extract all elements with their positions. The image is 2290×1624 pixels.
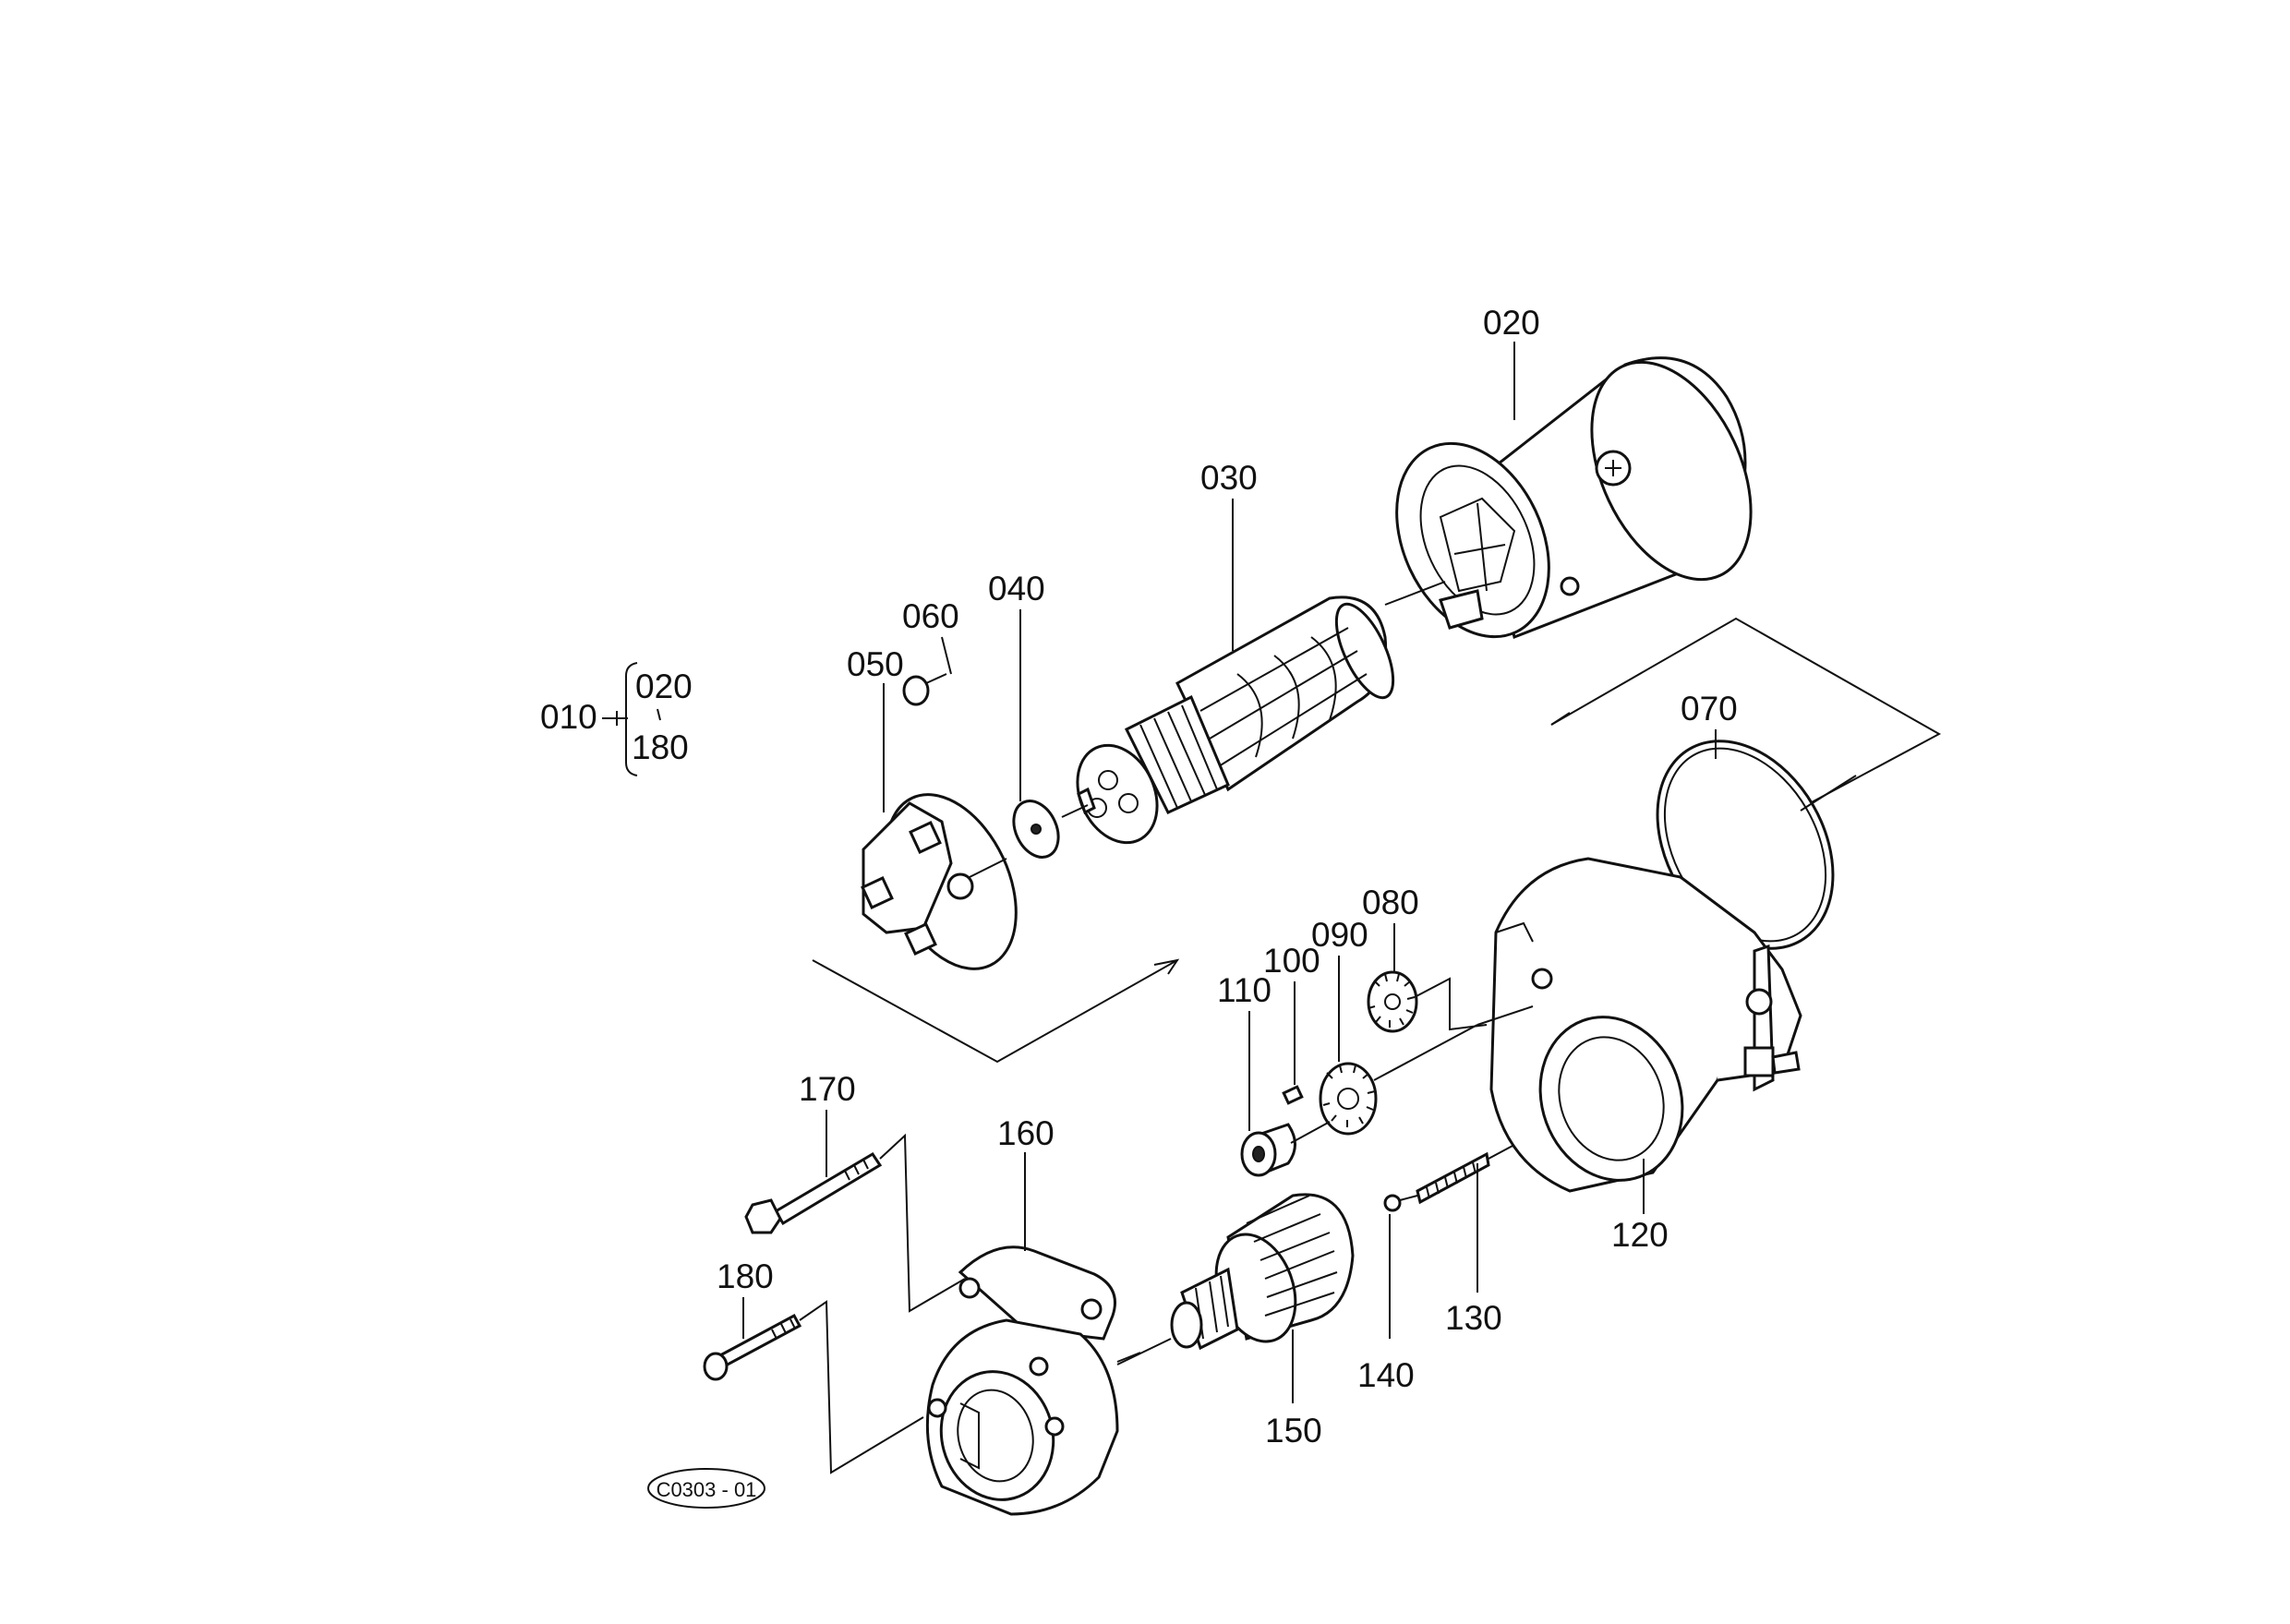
mounting-screw-part (703, 1300, 924, 1474)
callout-label-060: 060 (902, 597, 959, 635)
callout-label-110: 110 (1217, 971, 1272, 1009)
section-arrow-lower (1153, 958, 1180, 975)
steel-ball-part (1383, 1194, 1418, 1212)
callout-label-120: 120 (1611, 1216, 1669, 1254)
overrunning-clutch-part (1116, 1193, 1355, 1365)
washer-part (1012, 800, 1060, 859)
callout-label-040: 040 (988, 570, 1045, 607)
callout-label-130: 130 (1445, 1299, 1502, 1337)
callout-label-160: 160 (997, 1114, 1055, 1152)
group-range-end-label: 180 (632, 728, 689, 766)
group-range-start-label: 020 (635, 668, 693, 705)
spring-part (1416, 1144, 1515, 1205)
callout-label-080: 080 (1362, 884, 1419, 921)
yoke-housing-part (1395, 356, 1753, 640)
idler-gear-part (1319, 1024, 1478, 1136)
small-gear-part (1367, 970, 1488, 1033)
callout-label-050: 050 (847, 645, 904, 683)
section-outline-lower (812, 959, 1178, 1064)
callout-label-180: 180 (717, 1257, 774, 1295)
pin-part (1282, 1085, 1304, 1105)
callout-label-020: 020 (1483, 304, 1540, 342)
callout-label-070: 070 (1681, 690, 1738, 728)
callout-label-140: 140 (1357, 1356, 1415, 1394)
leader-line-060 (941, 636, 952, 675)
callout-label-100: 100 (1263, 942, 1320, 980)
callout-label-030: 030 (1200, 459, 1258, 497)
group-parent-label: 010 (540, 698, 597, 736)
roller-part (1240, 1121, 1331, 1177)
screw-part (902, 673, 947, 706)
gear-housing-part (1476, 857, 1802, 1193)
group-bracket-010: 010 020 180 (540, 662, 693, 776)
brush-holder-part (861, 793, 1018, 970)
figure-code-label: C0303 - 01 (657, 1478, 757, 1501)
callout-label-090: 090 (1311, 916, 1368, 954)
figure-code-badge: C0303 - 01 (647, 1468, 765, 1509)
section-outline-upper (1550, 617, 1942, 804)
front-bracket-part (925, 1245, 1141, 1516)
through-bolt-part (744, 1133, 966, 1313)
armature-part (1061, 581, 1446, 845)
callout-label-150: 150 (1265, 1412, 1322, 1450)
callout-label-170: 170 (799, 1070, 856, 1108)
